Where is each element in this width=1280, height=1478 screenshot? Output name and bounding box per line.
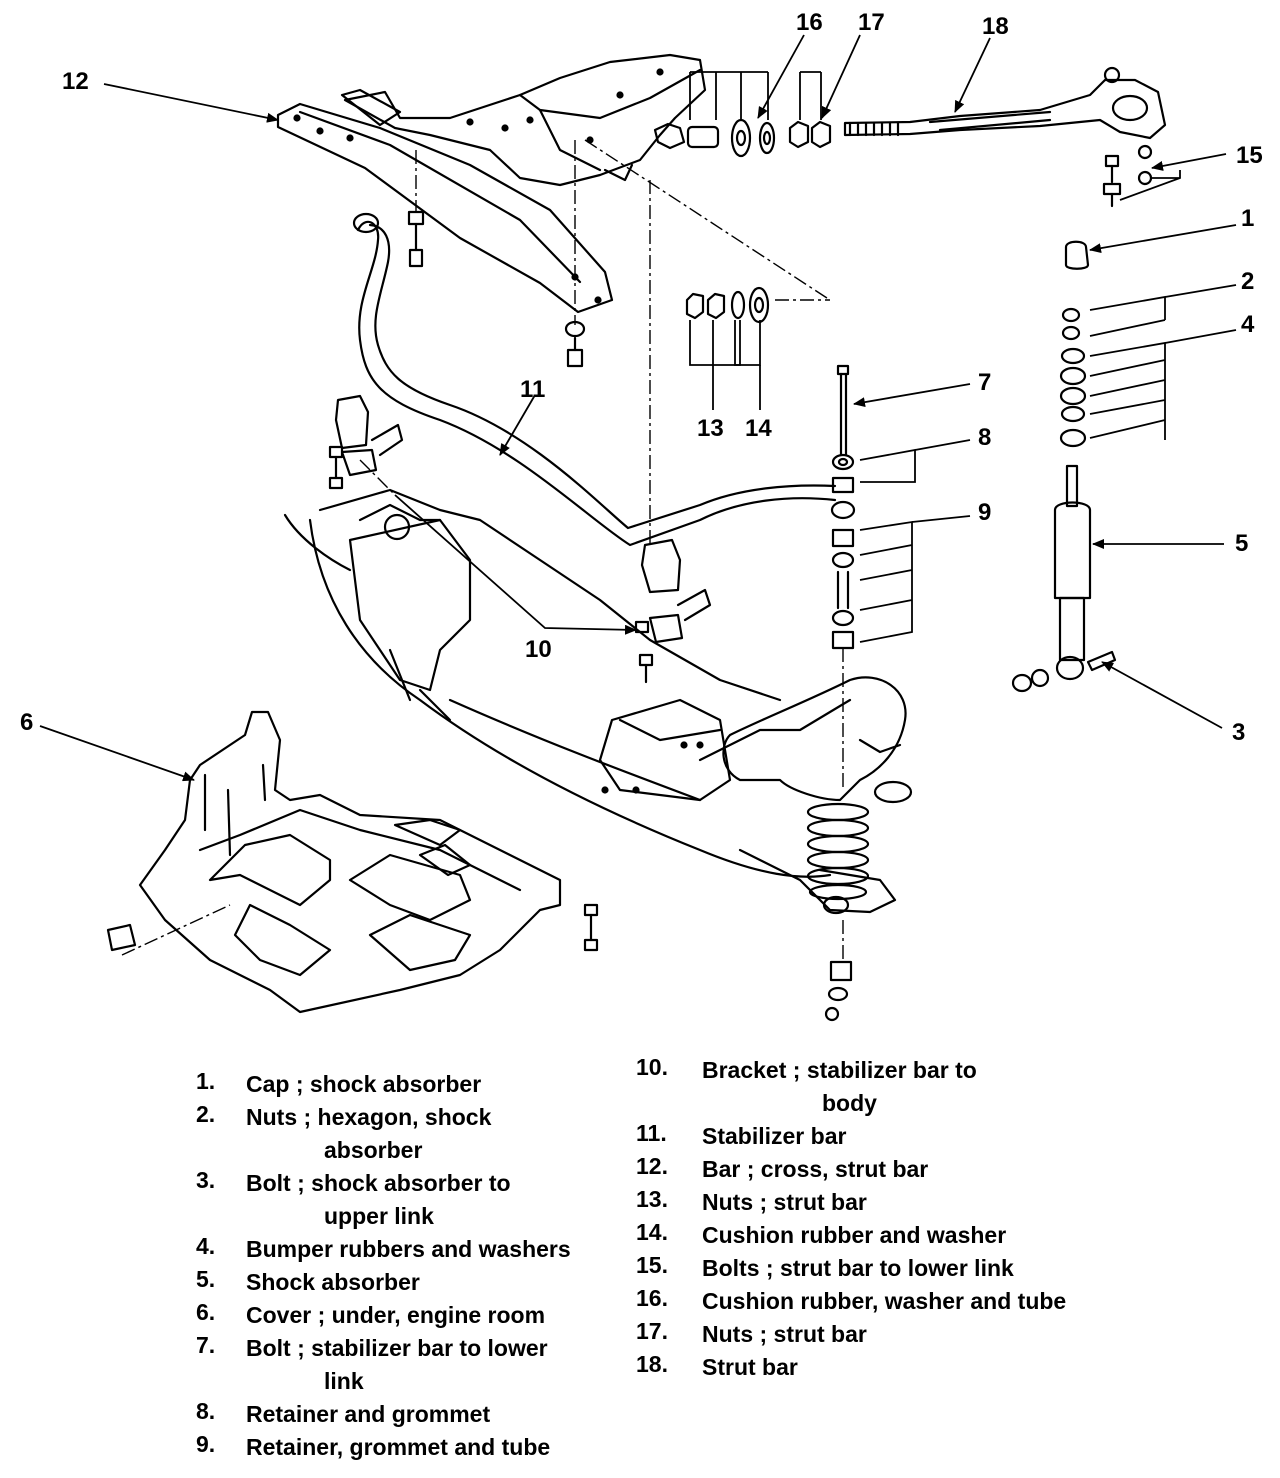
callout-11: 11 <box>520 376 545 403</box>
callout-8: 8 <box>978 424 991 451</box>
callout-9: 9 <box>978 499 991 526</box>
legend-item: 15.Bolts ; strut bar to lower link <box>636 1252 1014 1281</box>
stabilizer-bar <box>352 212 837 547</box>
under-cover <box>106 710 599 1014</box>
callout-15: 15 <box>1236 142 1263 169</box>
retainer-and-grommet <box>830 453 856 520</box>
callout-7: 7 <box>978 369 991 396</box>
stabilizer-bracket-right <box>634 538 712 684</box>
shock-absorber-cap <box>1064 240 1090 270</box>
legend-left-column: 1.Cap ; shock absorber 2.Nuts ; hexagon,… <box>196 1068 616 1464</box>
callout-10: 10 <box>525 636 552 663</box>
callout-3: 3 <box>1232 719 1245 746</box>
body-bracket <box>343 53 707 187</box>
strut-bar-bolts <box>1102 144 1153 208</box>
exploded-suspension-diagram: 1 2 3 4 5 6 7 8 9 10 11 12 13 14 15 16 1… <box>20 9 1263 1022</box>
legend-item: 16.Cushion rubber, washer and tube <box>636 1285 1067 1314</box>
legend-item: 9.Retainer, grommet and tube <box>196 1431 551 1460</box>
legend-item: 6.Cover ; under, engine room <box>196 1299 546 1328</box>
legend-item: 11.Stabilizer bar <box>636 1120 847 1149</box>
strut-bar-nuts-upper <box>788 120 832 149</box>
callout-4: 4 <box>1241 311 1255 338</box>
coil-spring <box>806 802 870 901</box>
callout-1: 1 <box>1241 205 1254 232</box>
legend-item: 12.Bar ; cross, strut bar <box>636 1153 929 1182</box>
legend-item: 1.Cap ; shock absorber <box>196 1068 482 1097</box>
legend-item: 4.Bumper rubbers and washers <box>196 1233 571 1262</box>
callout-2: 2 <box>1241 268 1254 295</box>
callout-17: 17 <box>858 9 885 36</box>
crossmember-frame <box>283 488 852 878</box>
shock-absorber-body <box>1053 464 1092 681</box>
cushion-rubber-washer-tube <box>653 118 776 158</box>
shock-absorber-nuts <box>1061 307 1081 341</box>
lower-control-arm <box>738 848 897 915</box>
callout-5: 5 <box>1235 530 1248 557</box>
callout-6: 6 <box>20 709 33 736</box>
legend-item: 8.Retainer and grommet <box>196 1398 491 1427</box>
bumper-rubbers-and-washers <box>1059 347 1087 448</box>
strut-bar-nuts-lower <box>685 292 726 320</box>
upper-control-arm <box>722 676 913 804</box>
legend-item: 5.Shock absorber <box>196 1266 420 1295</box>
callout-18: 18 <box>982 13 1009 40</box>
legend-item: 14.Cushion rubber and washer <box>636 1219 1007 1248</box>
cushion-rubber-washer <box>730 286 770 324</box>
cross-strut-bar <box>276 88 614 314</box>
callout-13: 13 <box>697 415 724 442</box>
legend-item: 17.Nuts ; strut bar <box>636 1318 867 1347</box>
legend-item: 13.Nuts ; strut bar <box>636 1186 867 1215</box>
retainer-grommet-tube <box>824 528 855 1022</box>
stabilizer-link-bolt <box>836 364 850 457</box>
legend-item: 18.Strut bar <box>636 1351 798 1380</box>
callout-12: 12 <box>62 68 89 95</box>
callout-16: 16 <box>796 9 823 36</box>
stabilizer-bracket-left <box>328 394 404 490</box>
strut-bar <box>843 66 1167 140</box>
shock-absorber-bolt <box>1011 650 1117 693</box>
cross-bar-bolts <box>407 210 586 368</box>
callout-14: 14 <box>745 415 772 442</box>
